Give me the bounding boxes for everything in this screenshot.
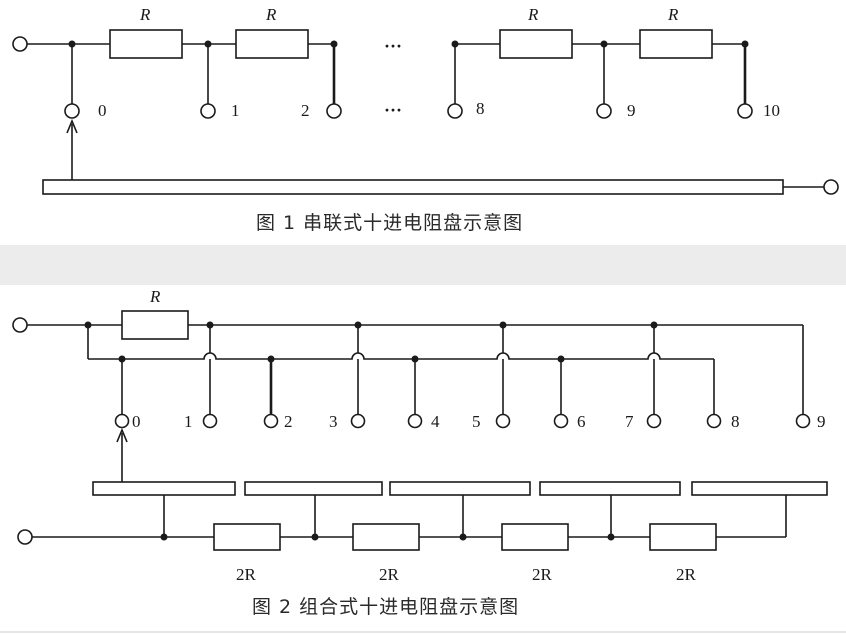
junction-dot — [459, 533, 467, 541]
tap-terminal — [200, 103, 216, 119]
resistor-label: R — [265, 5, 277, 24]
ellipsis: ··· — [384, 36, 402, 56]
figure-2-combined-decade-disk: R — [12, 287, 828, 618]
resistor-label: 2R — [532, 565, 553, 584]
tap-label: 0 — [98, 101, 107, 120]
slider-segment — [389, 481, 531, 496]
resistor-2r — [501, 523, 569, 551]
tap-label: 2 — [301, 101, 310, 120]
second-bus — [88, 352, 714, 360]
resistor — [121, 310, 189, 340]
tap-terminal — [596, 103, 612, 119]
tap-terminal — [495, 413, 511, 429]
junction-dot — [607, 533, 615, 541]
input-terminal — [12, 36, 28, 52]
tap-terminal — [795, 413, 811, 429]
tap-terminal — [350, 413, 366, 429]
resistor-2r — [649, 523, 717, 551]
tap-label: 7 — [625, 412, 634, 431]
slider-segment — [539, 481, 681, 496]
tap-terminal — [263, 413, 279, 429]
tap-label: 1 — [231, 101, 240, 120]
input-terminal — [12, 317, 28, 333]
junction-dot — [311, 533, 319, 541]
output-terminal — [823, 179, 839, 195]
slider-segment — [691, 481, 828, 496]
tap-label: 8 — [476, 99, 485, 118]
resistor-label: R — [149, 287, 161, 306]
resistor-2r — [213, 523, 281, 551]
resistor-label: R — [667, 5, 679, 24]
resistor — [499, 29, 573, 59]
resistor — [109, 29, 183, 59]
slider-segment — [92, 481, 236, 496]
resistor-label: 2R — [379, 565, 400, 584]
tap-label: 3 — [329, 412, 338, 431]
tap-label: 6 — [577, 412, 586, 431]
tap-terminal — [407, 413, 423, 429]
slider-segment — [244, 481, 383, 496]
resistor-2r — [352, 523, 420, 551]
tap-label: 2 — [284, 412, 293, 431]
tap-terminal — [114, 413, 130, 429]
junction-dot — [160, 533, 168, 541]
tap-terminal — [646, 413, 662, 429]
separator-band — [0, 245, 846, 285]
tap-label: 5 — [472, 412, 481, 431]
wiper-arrow-icon — [66, 118, 78, 134]
tap-label: 1 — [184, 412, 193, 431]
resistor-label: R — [139, 5, 151, 24]
tap-label: 8 — [731, 412, 740, 431]
tap-terminal — [64, 103, 80, 119]
ellipsis: ··· — [384, 100, 402, 120]
tap-terminal — [706, 413, 722, 429]
figure-1-caption: 图 1 串联式十进电阻盘示意图 — [256, 212, 523, 234]
tap-label: 9 — [627, 101, 636, 120]
tap-label: 9 — [817, 412, 826, 431]
resistor-label: 2R — [236, 565, 257, 584]
resistor-label: R — [527, 5, 539, 24]
resistor-label: 2R — [676, 565, 697, 584]
tap-terminal — [202, 413, 218, 429]
resistor — [235, 29, 309, 59]
tap-label: 0 — [132, 412, 141, 431]
tap-terminal — [447, 103, 463, 119]
tap-label: 10 — [763, 101, 780, 120]
slider-bar — [42, 179, 784, 195]
input-terminal — [17, 529, 33, 545]
figure-1-series-decade-disk: R R R R 0 1 2 8 9 10 ··· ··· — [12, 5, 839, 234]
tap-terminal — [737, 103, 753, 119]
tap-terminal — [553, 413, 569, 429]
tap-label: 4 — [431, 412, 440, 431]
tap-terminal — [326, 103, 342, 119]
figure-2-caption: 图 2 组合式十进电阻盘示意图 — [252, 596, 519, 618]
resistor — [639, 29, 713, 59]
wiper-arrow-icon — [116, 427, 128, 443]
